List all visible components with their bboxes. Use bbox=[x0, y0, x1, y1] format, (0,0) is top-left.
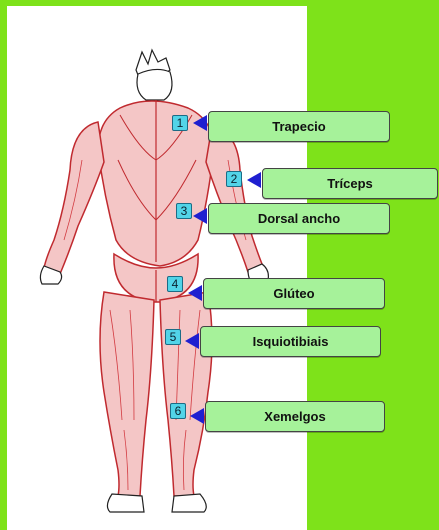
pointer-arrow-4 bbox=[188, 285, 202, 301]
marker-1: 1 bbox=[172, 115, 188, 131]
right-leg bbox=[160, 292, 212, 496]
label-isquiotibiais[interactable]: Isquiotibiais bbox=[200, 326, 381, 357]
left-arm bbox=[44, 122, 104, 274]
label-gluteo[interactable]: Glúteo bbox=[203, 278, 385, 309]
marker-4: 4 bbox=[167, 276, 183, 292]
right-foot bbox=[172, 494, 206, 512]
marker-5: 5 bbox=[165, 329, 181, 345]
label-xemelgos[interactable]: Xemelgos bbox=[205, 401, 385, 432]
pointer-arrow-3 bbox=[193, 208, 207, 224]
pointer-arrow-6 bbox=[190, 408, 204, 424]
marker-6: 6 bbox=[170, 403, 186, 419]
right-arm bbox=[206, 126, 262, 272]
left-foot bbox=[107, 494, 144, 512]
pointer-arrow-5 bbox=[185, 333, 199, 349]
label-trapecio[interactable]: Trapecio bbox=[208, 111, 390, 142]
pointer-arrow-2 bbox=[247, 172, 261, 188]
label-dorsal-ancho[interactable]: Dorsal ancho bbox=[208, 203, 390, 234]
pointer-arrow-1 bbox=[193, 115, 207, 131]
marker-3: 3 bbox=[176, 203, 192, 219]
label-triceps[interactable]: Tríceps bbox=[262, 168, 438, 199]
head bbox=[137, 69, 172, 100]
marker-2: 2 bbox=[226, 171, 242, 187]
